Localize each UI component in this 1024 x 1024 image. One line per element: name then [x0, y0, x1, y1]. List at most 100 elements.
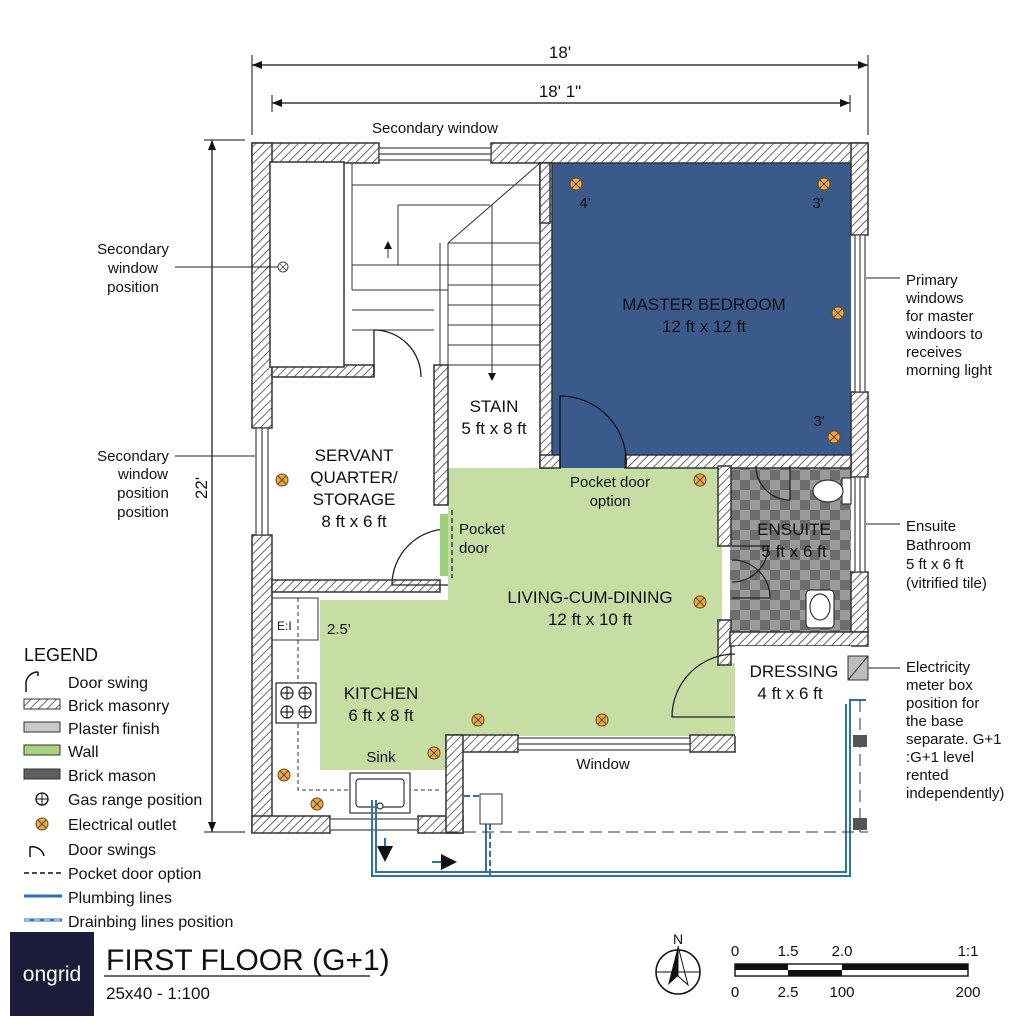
- door-swing-icon: [25, 671, 39, 692]
- electrical-outlet-icon: [693, 473, 707, 487]
- svg-text:Gas range position: Gas range position: [68, 792, 202, 809]
- wall-swatch: [23, 744, 61, 756]
- electrical-outlet-icon: [427, 746, 441, 760]
- svg-text:1:1: 1:1: [958, 943, 979, 960]
- dressing-size: 4 ft x 6 ft: [757, 684, 822, 703]
- drawing-title: FIRST FLOOR (G+1): [106, 944, 390, 977]
- window-label: Window: [576, 756, 630, 773]
- svg-text:0: 0: [731, 984, 739, 1001]
- dimension-left: 22': [192, 139, 245, 833]
- svg-text:rented: rented: [906, 767, 949, 784]
- gas-range-icon: [35, 792, 49, 806]
- north-arrow-icon: N: [655, 931, 701, 995]
- legend: LEGEND Door swing Brick masonry Plaster …: [23, 645, 233, 931]
- sink-fixture: [349, 772, 411, 814]
- svg-text:the base: the base: [906, 713, 964, 730]
- svg-text:0: 0: [731, 943, 739, 960]
- ensuite-annotation: Ensuite Bathroom 5 ft x 6 ft (vitrified …: [906, 518, 987, 592]
- door-swings: [373, 329, 791, 718]
- staircase: [351, 162, 541, 385]
- electrical-outlet-icon: [831, 306, 845, 320]
- logo-box: [10, 932, 94, 1016]
- servant-name-3: STORAGE: [313, 490, 396, 509]
- svg-text:2.0: 2.0: [832, 943, 853, 960]
- pocket-door-label: door: [459, 540, 489, 557]
- electrical-outlet-icon: [277, 768, 291, 782]
- svg-text:window: window: [107, 260, 158, 277]
- column-stub: [853, 818, 867, 830]
- master-bedroom-size: 12 ft x 12 ft: [662, 317, 746, 336]
- column-stub: [853, 735, 867, 747]
- svg-text:Bathroom: Bathroom: [906, 537, 971, 554]
- svg-text:N: N: [673, 931, 683, 947]
- plaster-finish-swatch: [23, 721, 61, 733]
- secondary-window-label: Secondary window: [372, 120, 498, 137]
- electrical-outlet-icon: [471, 713, 485, 727]
- svg-text:200: 200: [955, 984, 980, 1001]
- secondary-window-annotation-2: Secondary window position position: [97, 448, 169, 521]
- master-bedroom-name: MASTER BEDROOM: [622, 295, 785, 314]
- pocket-door-label: Pocket: [459, 521, 506, 538]
- kitchen-size: 6 ft x 8 ft: [348, 706, 413, 725]
- dressing-area: [735, 646, 851, 736]
- brick-mason-swatch: [23, 768, 61, 780]
- washbasin: [805, 589, 835, 629]
- outlet-label-3: 3': [812, 195, 823, 212]
- legend-title: LEGEND: [24, 645, 98, 665]
- windows: [255, 147, 866, 831]
- toilet: [812, 477, 852, 505]
- svg-text:Wall: Wall: [68, 744, 99, 761]
- electrical-outlet-icon: [275, 473, 289, 487]
- svg-text::G+1 level: :G+1 level: [906, 749, 974, 766]
- svg-text:5 ft x 6 ft: 5 ft x 6 ft: [906, 556, 964, 573]
- svg-text:for master: for master: [906, 308, 974, 325]
- svg-text:Pocket door option: Pocket door option: [68, 866, 201, 883]
- servant-size: 8 ft x 6 ft: [321, 512, 386, 531]
- dimension-top-inner: 18' 1": [271, 82, 851, 112]
- pocket-door-option-label: option: [590, 493, 631, 510]
- electrical-outlet-icon: [310, 797, 324, 811]
- electrical-outlet-icon: [35, 817, 49, 831]
- electrical-outlet-icon: [817, 177, 831, 191]
- kitchen-fill: [320, 600, 448, 770]
- electrical-outlet-icon: [827, 430, 841, 444]
- kitchen-name: KITCHEN: [344, 684, 419, 703]
- svg-text:Primary: Primary: [906, 272, 958, 289]
- servant-name-1: SERVANT: [315, 446, 394, 465]
- drain-pipe: [479, 793, 503, 825]
- electricity-meter-annotation: Electricity meter box position for the b…: [906, 659, 1004, 802]
- svg-text:Drainbing lines position: Drainbing lines position: [68, 914, 233, 931]
- overall-width-label: 18': [549, 43, 571, 62]
- svg-text:Door swings: Door swings: [68, 842, 156, 859]
- svg-text:Electricity: Electricity: [906, 659, 971, 676]
- svg-text:Door swing: Door swing: [68, 675, 148, 692]
- gas-range-icon-plan: [275, 682, 317, 724]
- living-fill-main: [448, 468, 720, 736]
- overall-height-label: 22': [192, 477, 211, 499]
- svg-text:position: position: [117, 485, 169, 502]
- svg-text:independently): independently): [906, 785, 1004, 802]
- svg-text:Brick mason: Brick mason: [68, 768, 156, 785]
- svg-text:1.5: 1.5: [778, 943, 799, 960]
- ensuite-size: 5 ft x 6 ft: [761, 542, 826, 561]
- svg-text:receives: receives: [906, 344, 962, 361]
- master-bedroom-fill: [551, 163, 851, 468]
- stair-size: 5 ft x 8 ft: [461, 419, 526, 438]
- svg-text:Brick masonry: Brick masonry: [68, 698, 169, 715]
- scale-bar: 0 1.5 2.0 1:1 0 2.5 100 200: [731, 943, 981, 1001]
- outlet-label-3: 3': [813, 413, 824, 430]
- electrical-outlet-icon: [693, 595, 707, 609]
- living-name: LIVING-CUM-DINING: [507, 588, 672, 607]
- svg-text:window: window: [117, 466, 168, 483]
- primary-windows-annotation: Primary windows for master windoors to r…: [905, 272, 993, 379]
- svg-text:position: position: [117, 504, 169, 521]
- interior-walls: [271, 162, 869, 666]
- servant-name-2: QUARTER/: [310, 468, 398, 487]
- brick-masonry-swatch: [23, 698, 61, 710]
- secondary-window-annotation: Secondary window position: [97, 241, 169, 296]
- svg-text:separate. G+1: separate. G+1: [906, 731, 1001, 748]
- electrical-outlet-icon: [569, 177, 583, 191]
- door-swings-icon: [29, 846, 45, 857]
- svg-text:morning light: morning light: [906, 362, 993, 379]
